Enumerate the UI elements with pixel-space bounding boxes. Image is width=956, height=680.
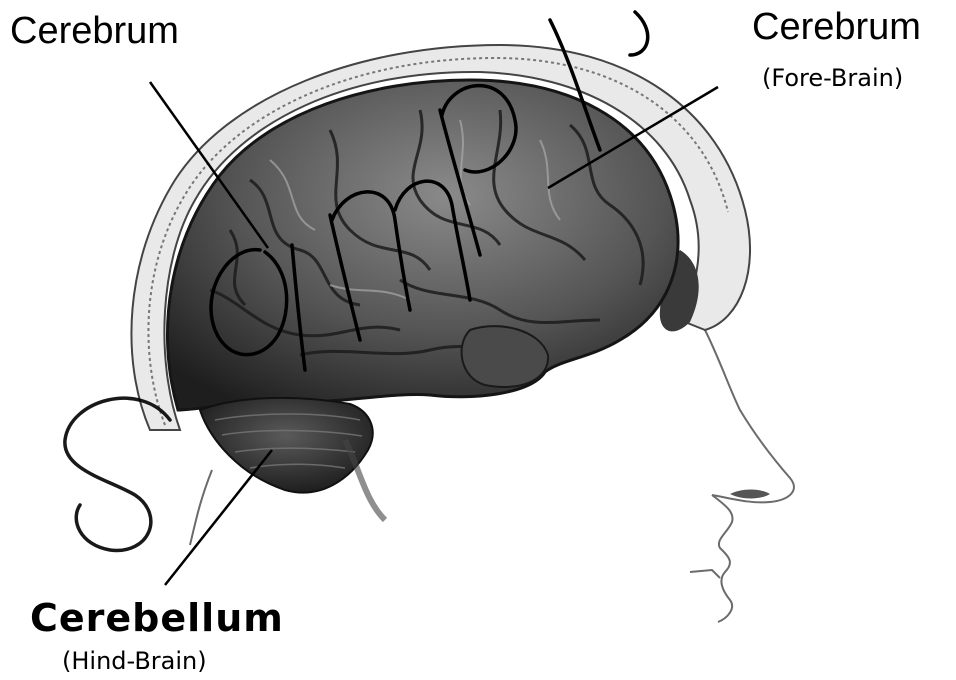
- nostril: [730, 490, 770, 499]
- hind-brain-label: (Hind-Brain): [62, 647, 207, 675]
- leader-line-cerebellum: [165, 450, 272, 585]
- cerebellum-label: Cerebellum: [30, 596, 284, 640]
- cerebrum-label-left: Cerebrum: [10, 10, 179, 53]
- cerebellum-shape: [200, 398, 385, 520]
- cerebrum-label-right: Cerebrum: [752, 6, 921, 49]
- fore-brain-label: (Fore-Brain): [762, 64, 903, 92]
